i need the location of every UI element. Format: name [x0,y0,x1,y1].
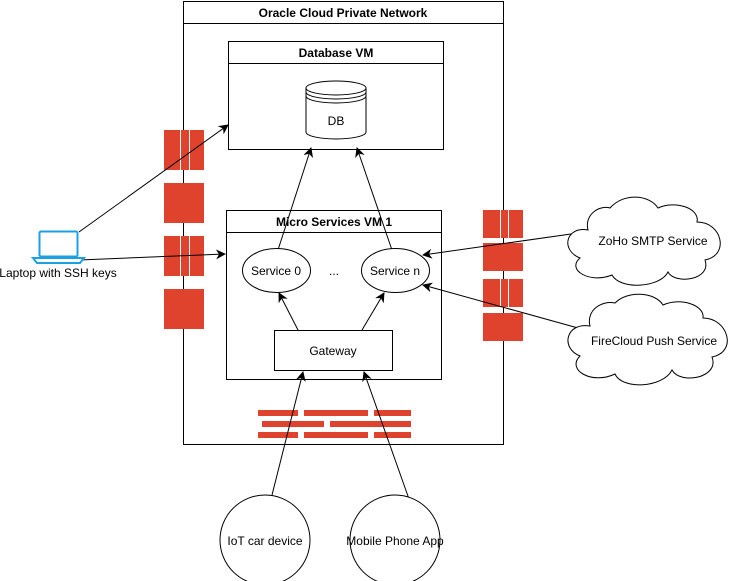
edge-laptop-to-database-vm [78,124,229,233]
smtp-service-label: ZoHo SMTP Service [598,234,707,248]
firewall-right-icon [483,210,523,341]
edge-iot-to-gateway [270,371,306,500]
edge-push-to-servicen [422,282,579,329]
micro-services-vm-title: Micro Services VM 1 [276,215,392,229]
laptop-icon [30,230,87,264]
network-title: Oracle Cloud Private Network [259,6,428,20]
firewall-bottom-icon [258,410,411,438]
push-cloud-icon [567,293,728,386]
services-ellipsis: ... [329,264,339,278]
iot-device-label: IoT car device [227,534,302,548]
service-n-node [361,248,430,293]
edge-mobile-to-gateway [362,371,410,500]
service-n-label: Service n [370,264,420,278]
gateway-label: Gateway [309,344,356,358]
gateway-box [274,330,393,371]
edge-service0-to-db [276,147,313,254]
mobile-app-node [349,494,441,581]
service-0-node [242,248,311,293]
database-icon [305,80,367,140]
database-vm-title: Database VM [299,46,374,60]
smtp-cloud-icon [567,196,721,286]
push-service-label: FireCloud Push Service [591,334,717,348]
laptop-label: Laptop with SSH keys [0,266,117,280]
firewall-left-icon [164,130,204,329]
edge-gateway-to-service0 [278,292,299,331]
edge-gateway-to-servicen [361,292,385,331]
edge-servicen-to-db [355,147,394,254]
service-0-label: Service 0 [251,264,301,278]
edge-smtp-to-servicen [422,232,579,259]
iot-device-node [219,494,311,581]
db-label: DB [328,114,345,128]
mobile-app-label: Mobile Phone App [346,534,444,548]
connectors [78,124,579,500]
edge-laptop-to-micro-vm [78,249,226,261]
